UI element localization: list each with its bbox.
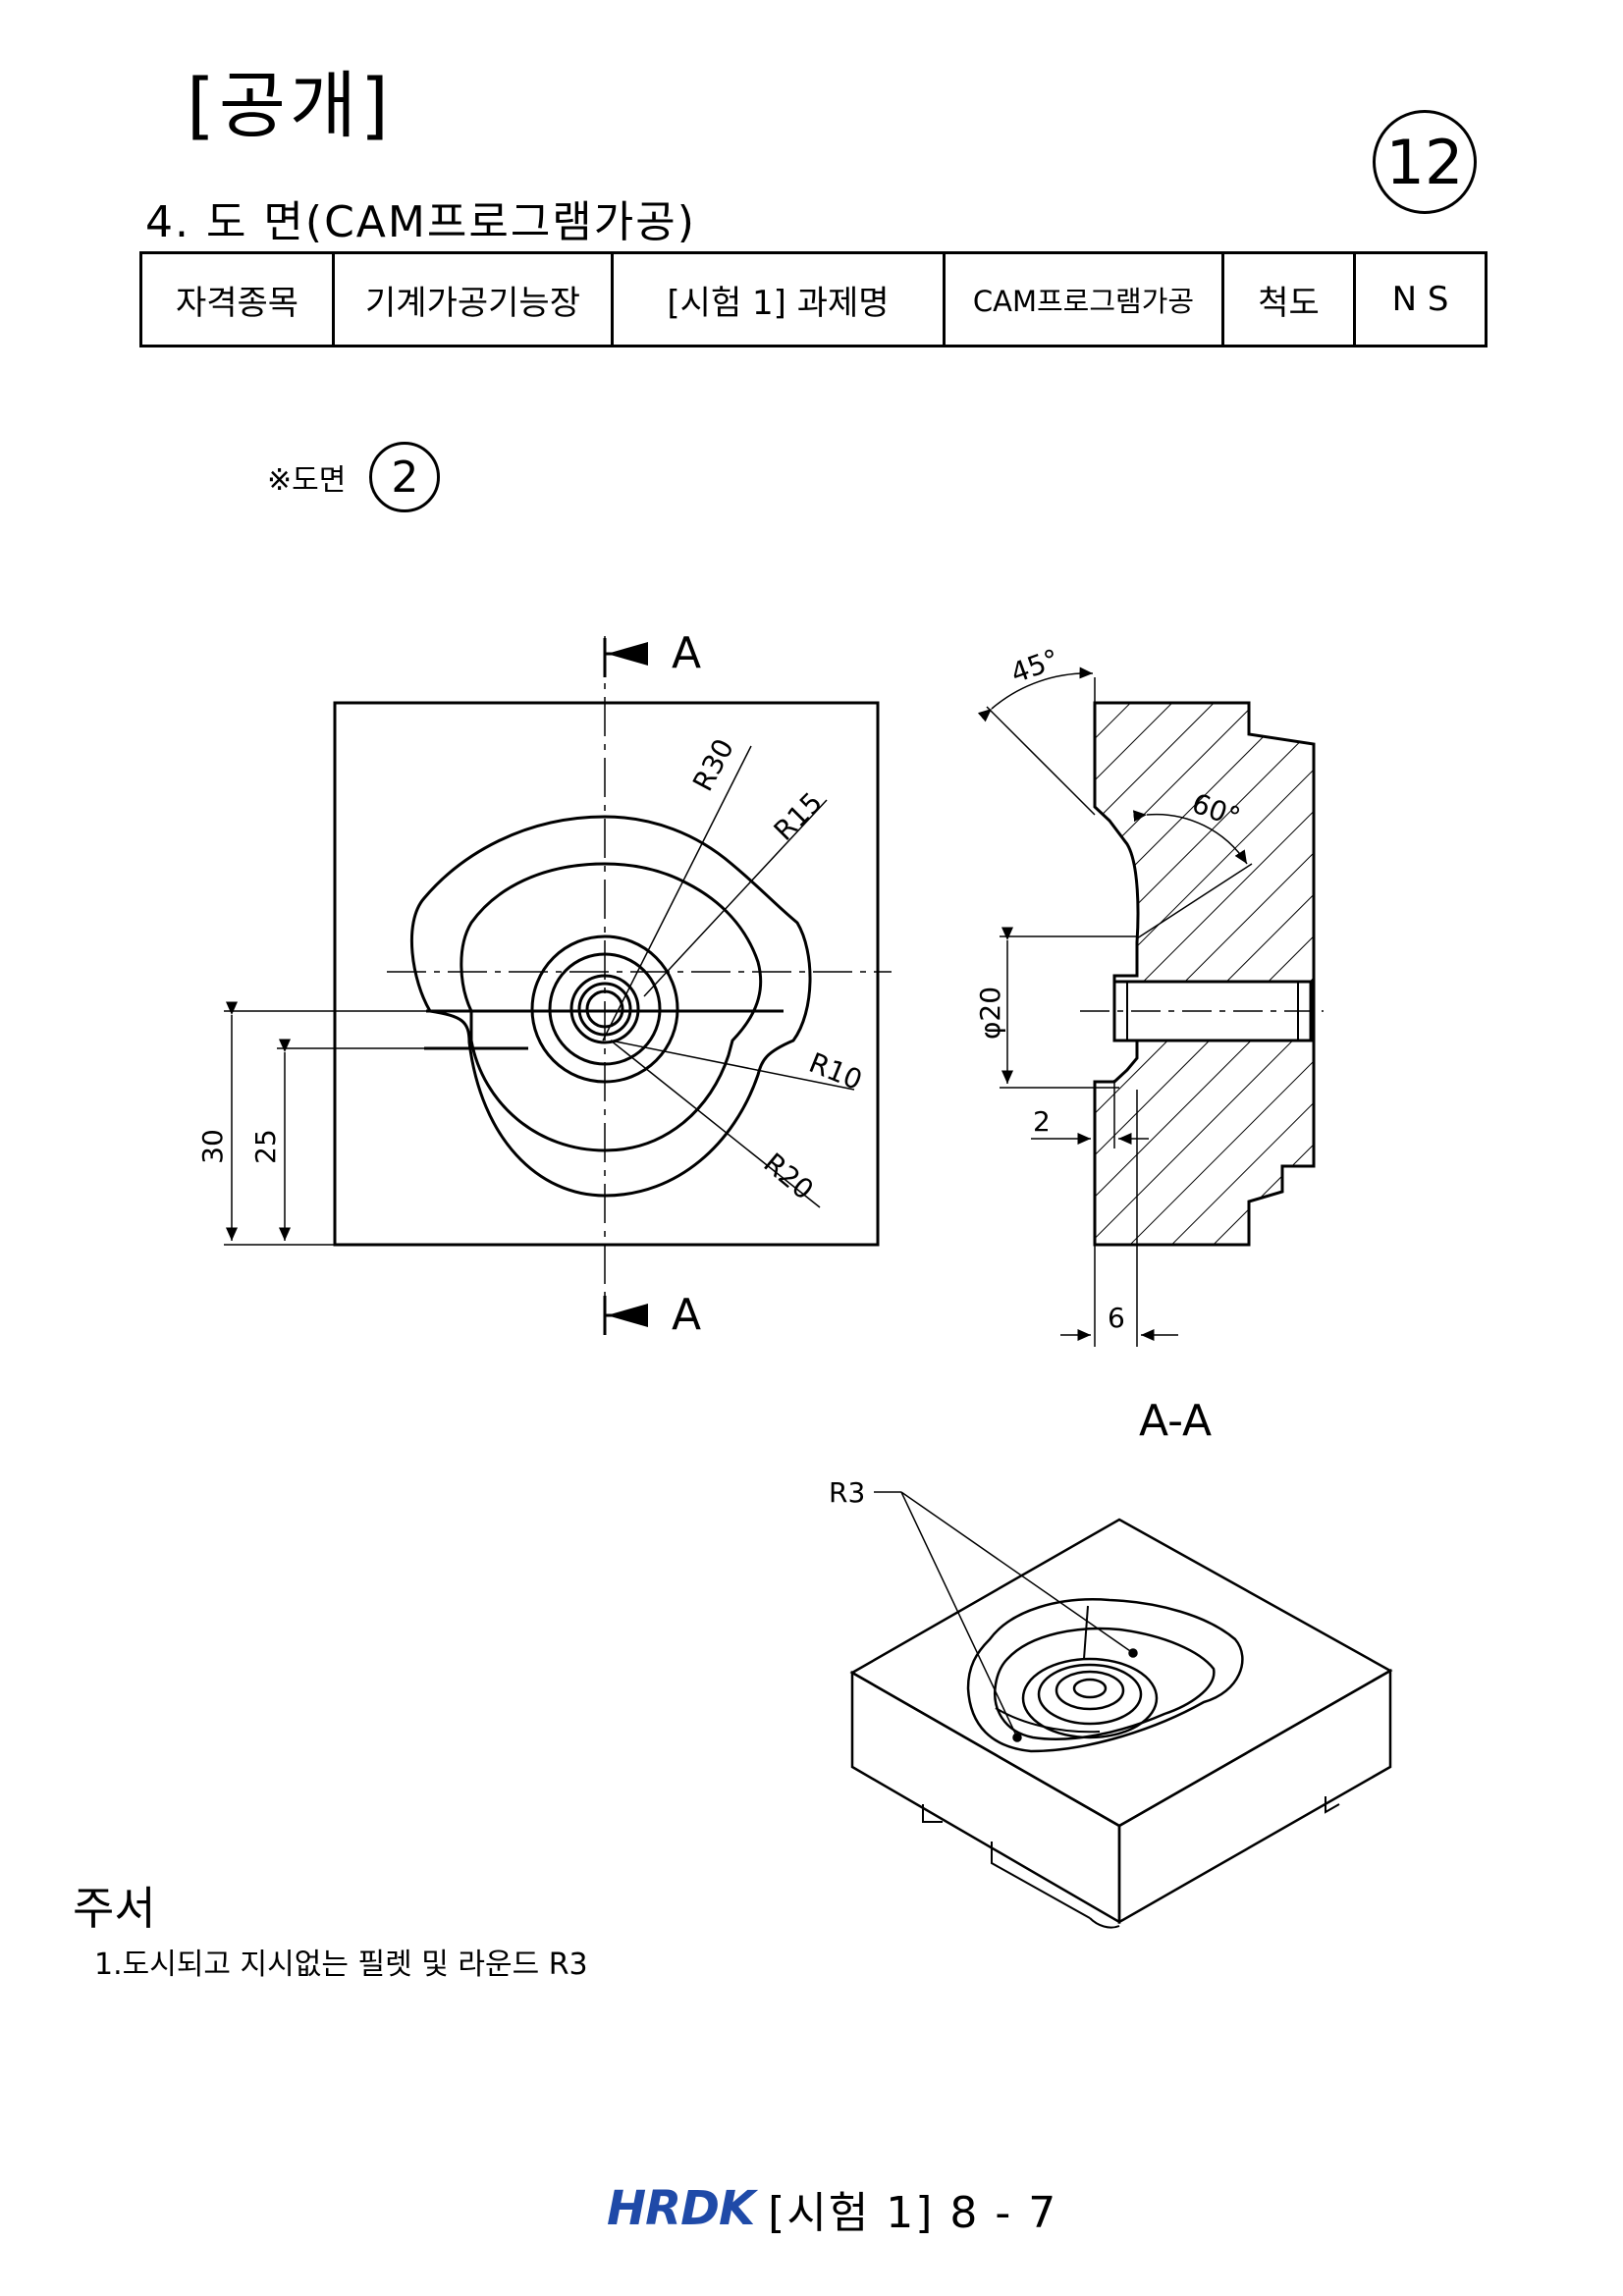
section-view: 45° 60° φ20 2 6 A-A bbox=[974, 643, 1324, 1446]
dim-2: 2 bbox=[1033, 1105, 1051, 1138]
footer: HRDK [시험 1] 8 - 7 bbox=[607, 2177, 1057, 2240]
iso-right-face bbox=[1117, 1668, 1392, 1925]
r15-leader bbox=[643, 799, 828, 997]
dim-r30: R30 bbox=[686, 733, 740, 796]
center-hole-inner bbox=[585, 989, 624, 1029]
section-marker-bottom: A bbox=[672, 1290, 701, 1340]
boss-ring-mid bbox=[548, 952, 662, 1066]
notes-heading: 주서 bbox=[73, 1882, 156, 1935]
public-label: [공개] bbox=[187, 64, 393, 148]
hrdk-logo: HRDK bbox=[607, 2181, 755, 2236]
r3-dot-1 bbox=[1128, 1648, 1138, 1658]
section-marker-top: A bbox=[672, 628, 701, 678]
r3-dot-2 bbox=[1012, 1733, 1022, 1742]
dim-r10: R10 bbox=[804, 1046, 866, 1096]
drawing-reference-number: 2 bbox=[369, 442, 441, 512]
section-arrow-top-head bbox=[607, 642, 648, 666]
iso-top-face bbox=[849, 1518, 1393, 1828]
boss-ring-inner bbox=[569, 974, 640, 1044]
title-cell-scale-value: N S bbox=[1353, 251, 1488, 347]
iso-pocket-inner bbox=[994, 1627, 1216, 1740]
r30-leader bbox=[602, 745, 752, 1041]
angle45-arc bbox=[977, 667, 1094, 722]
section-arrow-bottom-head bbox=[607, 1304, 648, 1327]
title-cell-qualification-label: 자격종목 bbox=[139, 251, 335, 347]
dim-6: 6 bbox=[1108, 1302, 1125, 1334]
dim-25: 25 bbox=[249, 1129, 282, 1164]
drawing-reference: ※도면 2 bbox=[267, 442, 441, 512]
iso-base-steps bbox=[922, 1796, 1340, 1919]
dim-45deg: 45° bbox=[1006, 643, 1063, 690]
r10-leader bbox=[610, 1040, 855, 1091]
title-cell-scale-label: 척도 bbox=[1221, 251, 1356, 347]
iso-r3-callout: R3 bbox=[829, 1476, 865, 1509]
iso-center-hole bbox=[1072, 1678, 1108, 1699]
pocket-inner-contour bbox=[460, 862, 763, 1152]
angle45-leader bbox=[986, 706, 1096, 816]
angle60-arc bbox=[1133, 810, 1248, 865]
iso-base-corner bbox=[1089, 1917, 1120, 1929]
pocket-outer-contour bbox=[409, 815, 812, 1198]
title-cell-qualification-value: 기계가공기능장 bbox=[332, 251, 614, 347]
iso-left-face bbox=[850, 1670, 1121, 1925]
r20-leader bbox=[610, 1040, 821, 1208]
isometric-view: R3 bbox=[829, 1476, 1393, 1929]
angle60-leader bbox=[1136, 863, 1253, 939]
iso-boss-inner bbox=[1055, 1670, 1125, 1711]
notes-item: 1.도시되고 지시없는 필렛 및 라운드 R3 bbox=[94, 1948, 588, 1982]
iso-step-vertical bbox=[1083, 1605, 1089, 1660]
dim-30: 30 bbox=[196, 1129, 229, 1164]
dim-phi20: φ20 bbox=[974, 987, 1006, 1040]
title-block-table: 자격종목 기계가공기능장 [시험 1] 과제명 CAM프로그램가공 척도 N S bbox=[139, 251, 1488, 347]
title-cell-task-value: CAM프로그램가공 bbox=[943, 251, 1224, 347]
boss-ring-outer bbox=[530, 934, 679, 1084]
front-outline bbox=[333, 701, 880, 1247]
title-cell-task-label: [시험 1] 과제명 bbox=[611, 251, 946, 347]
section-title: 4. 도 면(CAM프로그램가공) bbox=[145, 197, 696, 247]
r3-leader-1 bbox=[900, 1491, 1134, 1654]
r3-leader-2 bbox=[900, 1491, 1018, 1738]
sheet-number-badge: 12 bbox=[1373, 110, 1477, 214]
iso-pocket-outer bbox=[966, 1598, 1244, 1753]
iso-boss-outer bbox=[1021, 1657, 1159, 1739]
dim-r20: R20 bbox=[758, 1147, 820, 1206]
front-view: R30 R15 R10 R20 30 25 A A bbox=[196, 628, 892, 1340]
footer-page-label: [시험 1] 8 - 7 bbox=[768, 2188, 1058, 2238]
iso-boss-mid bbox=[1037, 1663, 1143, 1726]
section-hatched-body bbox=[1093, 701, 1316, 1247]
dim-r15: R15 bbox=[768, 786, 829, 847]
section-view-title: A-A bbox=[1139, 1396, 1212, 1446]
center-hole-outer bbox=[577, 982, 632, 1037]
title-block-row: 자격종목 기계가공기능장 [시험 1] 과제명 CAM프로그램가공 척도 N S bbox=[139, 251, 1488, 347]
drawing-reference-label: ※도면 bbox=[267, 463, 347, 498]
